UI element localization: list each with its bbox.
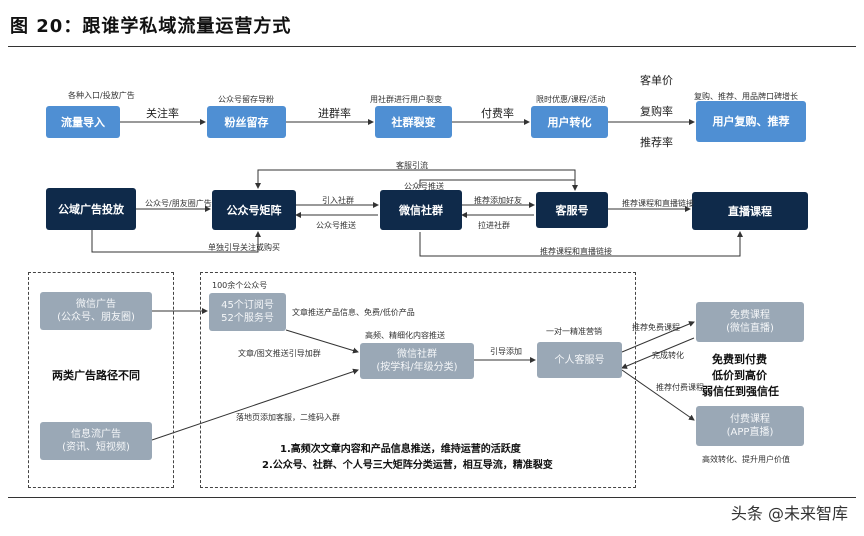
note-repurchase-referral: 复购、推荐、用品牌口碑增长 xyxy=(694,92,798,101)
node-wechat-community: 微信社群 (按学科/年级分类) xyxy=(360,343,474,379)
note-trust: 弱信任到强信任 xyxy=(702,385,779,398)
arrow-label-follow-rate: 关注率 xyxy=(146,107,179,120)
node-customer-service: 客服号 xyxy=(536,192,608,228)
edge-service-to-live: 推荐课程和直播链接 xyxy=(622,199,694,208)
edge-group-to-gzh: 公众号推送 xyxy=(316,221,356,230)
edge-service-to-free: 推荐免费课程 xyxy=(632,323,680,332)
matrix-panel xyxy=(200,272,636,488)
node-wechat-ads: 微信广告 (公众号、朋友圈) xyxy=(40,292,152,330)
service-header: 一对一精准营销 xyxy=(546,327,602,336)
node-free-course: 免费课程 (微信直播) xyxy=(696,302,804,342)
node-gzh-matrix: 公众号矩阵 xyxy=(212,190,296,230)
bottom-note-1: 1.高频次文章内容和产品信息推送，维持运营的活跃度 xyxy=(280,444,521,455)
title-divider xyxy=(8,46,856,47)
flow-box-repurchase-referral: 用户复购、推荐 xyxy=(696,101,806,142)
edge-feed-to-community: 落地页添加客服，二维码入群 xyxy=(236,413,340,422)
flow-box-user-conversion: 用户转化 xyxy=(531,106,608,138)
bottom-divider xyxy=(8,497,856,498)
paid-footer-note: 高效转化、提升用户价值 xyxy=(702,455,790,464)
page-title: 图 20：跟谁学私域流量运营方式 xyxy=(10,16,292,37)
watermark: 头条 @未来智库 xyxy=(730,504,848,523)
gzh-header: 100余个公众号 xyxy=(212,281,268,290)
node-live-course: 直播课程 xyxy=(692,192,808,230)
flow-box-community-fission: 社群裂变 xyxy=(375,106,452,138)
ad-paths-panel xyxy=(28,272,174,488)
note-user-conversion: 限时优惠/课程/活动 xyxy=(536,95,606,104)
metric-referral-rate: 推荐率 xyxy=(640,136,673,149)
arrow-label-pay-rate: 付费率 xyxy=(481,107,514,120)
flow-box-fan-retention: 粉丝留存 xyxy=(207,106,286,138)
metric-avg-order: 客单价 xyxy=(640,74,673,87)
node-gzh-accounts: 45个订阅号 52个服务号 xyxy=(209,293,286,331)
note-traffic-import: 各种入口/投放广告 xyxy=(68,91,135,100)
note-two-ad-paths: 两类广告路径不同 xyxy=(52,369,140,382)
edge-group-to-service: 推荐添加好友 xyxy=(474,196,522,205)
flow-box-traffic-import: 流量导入 xyxy=(46,106,120,138)
arrow-label-join-rate: 进群率 xyxy=(318,107,351,120)
node-wechat-group: 微信社群 xyxy=(380,190,462,230)
edge-bottom-ad: 单独引导关注或购买 xyxy=(208,243,280,252)
edge-service-to-group: 拉进社群 xyxy=(478,221,510,230)
edge-gzh-to-community: 文章/图文推送引导加群 xyxy=(238,349,321,358)
edge-community-to-service: 引导添加 xyxy=(490,347,522,356)
edge-service-to-paid: 推荐付费课程 xyxy=(656,383,704,392)
edge-gzh-to-group: 引入社群 xyxy=(322,196,354,205)
bottom-note-2: 2.公众号、社群、个人号三大矩阵分类运营，相互导流，精准裂变 xyxy=(262,460,553,471)
node-feed-ads: 信息流广告 (资讯、短视频) xyxy=(40,422,152,460)
edge-ad-to-gzh: 公众号/朋友圈广告 xyxy=(145,199,212,208)
edge-bottom-live: 推荐课程和直播链接 xyxy=(540,247,612,256)
edge-free-to-service: 完成转化 xyxy=(652,351,684,360)
note-fan-retention: 公众号留存导粉 xyxy=(218,95,274,104)
node-paid-course: 付费课程 (APP直播) xyxy=(696,406,804,446)
node-public-ads: 公域广告投放 xyxy=(46,188,136,230)
note-community-fission: 用社群进行用户裂变 xyxy=(370,95,442,104)
metric-repurchase-rate: 复购率 xyxy=(640,105,673,118)
note-free-to-paid: 免费到付费 xyxy=(712,353,767,366)
gzh-side-note: 文章推送产品信息、免费/低价产品 xyxy=(292,308,415,317)
edge-second-loop: 公众号推送 xyxy=(404,182,444,191)
edge-top-loop: 客服引流 xyxy=(396,161,428,170)
node-personal-service: 个人客服号 xyxy=(537,342,622,378)
note-low-to-high: 低价到高价 xyxy=(712,369,767,382)
group-header: 高频、精细化内容推送 xyxy=(365,331,445,340)
